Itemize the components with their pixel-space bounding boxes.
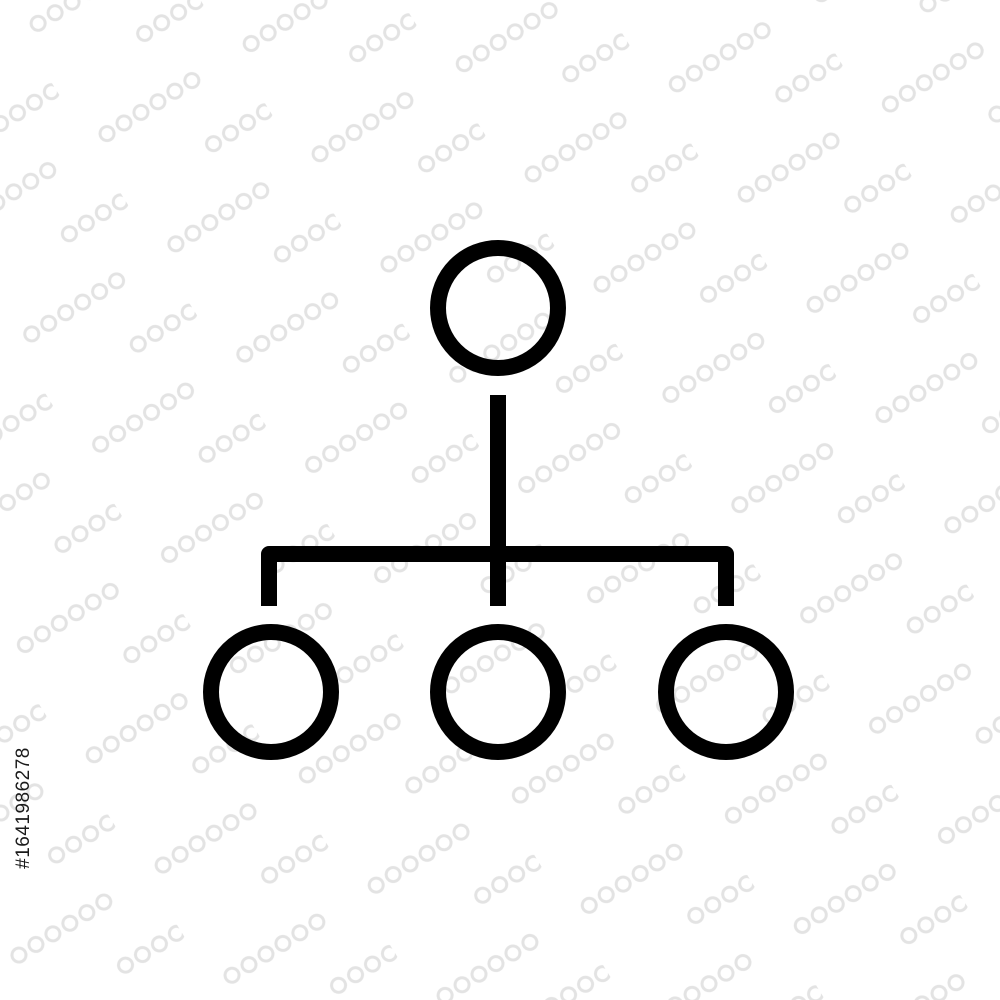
side-stock-id-label: #164198627​8	[13, 747, 34, 869]
branch-connector-line	[261, 546, 734, 606]
child-node-circle-right	[658, 624, 794, 760]
child-node-circle-left	[203, 624, 339, 760]
child-node-circle-center	[430, 624, 566, 760]
top-node-circle	[430, 240, 566, 376]
